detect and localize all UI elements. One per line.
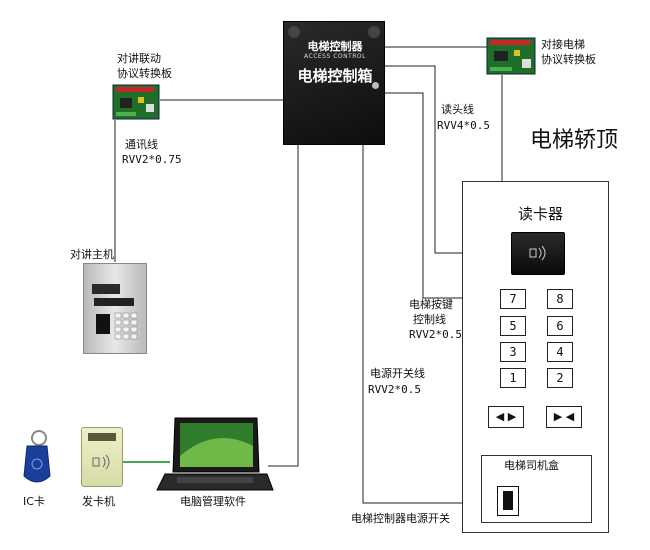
floor-button[interactable]: 2 bbox=[547, 368, 573, 388]
intercom-board-icon bbox=[112, 84, 160, 120]
elevator-board-label-2: 协议转换板 bbox=[541, 53, 596, 66]
reader-line-name: 读头线 bbox=[441, 103, 474, 116]
floor-button[interactable]: 6 bbox=[547, 316, 573, 336]
floor-button[interactable]: 7 bbox=[500, 289, 526, 309]
button-line-label-1: 电梯按键 bbox=[409, 298, 453, 311]
laptop-to-controller-wire bbox=[268, 145, 299, 467]
floor-button[interactable]: 5 bbox=[500, 316, 526, 336]
power-switch[interactable] bbox=[497, 486, 519, 516]
door-open-button[interactable]: ◀ ▶ bbox=[488, 406, 524, 428]
power-indicator-icon bbox=[372, 82, 379, 89]
floor-button[interactable]: 8 bbox=[547, 289, 573, 309]
floor-button[interactable]: 4 bbox=[547, 342, 573, 362]
power-switch-label: 电梯控制器电源开关 bbox=[351, 512, 450, 525]
card-issuer-device bbox=[81, 427, 123, 487]
keypad-icon bbox=[114, 312, 138, 340]
card-reader-label: 读卡器 bbox=[518, 205, 564, 223]
elevator-board-label-1: 对接电梯 bbox=[541, 38, 585, 51]
laptop-icon bbox=[156, 417, 274, 491]
contactless-icon bbox=[529, 245, 546, 261]
power-line-spec: RVV2*0.5 bbox=[368, 383, 421, 396]
card-issuer-label: 发卡机 bbox=[82, 495, 115, 508]
button-line-label-2: 控制线 bbox=[413, 313, 446, 326]
ic-card-fob-icon bbox=[23, 430, 51, 483]
button-line-spec: RVV2*0.5 bbox=[409, 328, 462, 341]
intercom-host-device bbox=[83, 263, 147, 354]
power-line-wire bbox=[362, 145, 497, 504]
floor-button[interactable]: 3 bbox=[500, 342, 526, 362]
controller-title-top: 电梯控制器 bbox=[307, 40, 363, 53]
button-line-wire bbox=[385, 92, 497, 299]
car-top-label: 电梯轿顶 bbox=[530, 128, 619, 153]
intercom-board-label-1: 对讲联动 bbox=[117, 52, 161, 65]
reader-line-spec: RVV4*0.5 bbox=[437, 119, 490, 132]
controller-title-main: 电梯控制箱 bbox=[297, 67, 373, 85]
controller-subtitle: ACCESS CONTROL bbox=[304, 53, 366, 60]
elevator-board-icon bbox=[486, 37, 536, 75]
operator-box-label: 电梯司机盒 bbox=[504, 459, 559, 472]
elevator-controller-box: 电梯控制器 ACCESS CONTROL 电梯控制箱 bbox=[283, 21, 385, 145]
software-label: 电脑管理软件 bbox=[180, 495, 246, 508]
contactless-icon bbox=[92, 454, 110, 470]
ic-card-label: IC卡 bbox=[23, 495, 45, 508]
intercom-board-label-2: 协议转换板 bbox=[117, 67, 172, 80]
floor-button[interactable]: 1 bbox=[500, 368, 526, 388]
operator-box bbox=[481, 455, 592, 523]
door-close-button[interactable]: ▶ ◀ bbox=[546, 406, 582, 428]
power-line-name: 电源开关线 bbox=[370, 367, 425, 380]
comm-line-spec: RVV2*0.75 bbox=[122, 153, 182, 166]
card-reader-device bbox=[511, 232, 565, 275]
intercom-host-label: 对讲主机 bbox=[70, 248, 114, 261]
comm-line-name: 通讯线 bbox=[125, 138, 158, 151]
switch-rocker-icon bbox=[503, 491, 513, 510]
